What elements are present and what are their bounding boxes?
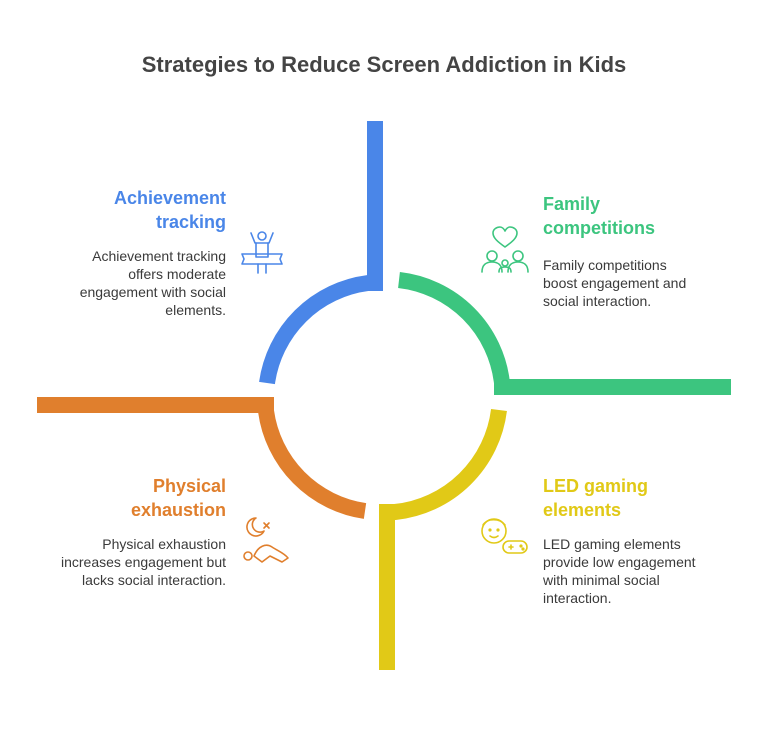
family-description: Family competitions boost engagement and…: [543, 257, 687, 309]
achievement-description: Achievement tracking offers moderate eng…: [79, 248, 226, 318]
page-title: Strategies to Reduce Screen Addiction in…: [141, 52, 627, 77]
yellow-quadrant-arc: [379, 408, 507, 670]
kid-gamepad-icon: [481, 518, 528, 554]
orange-quadrant-arc: [37, 397, 367, 519]
green-quadrant-arc: [397, 272, 731, 395]
sleeping-person-icon: [243, 517, 289, 563]
physical-description: Physical exhaustion increases engagement…: [61, 536, 226, 588]
family-heading: Family competitions: [543, 194, 656, 238]
physical-heading: Physical exhaustion: [130, 476, 226, 520]
led-description: LED gaming elements provide low engageme…: [543, 536, 696, 606]
led-heading: LED gaming elements: [543, 476, 649, 520]
blue-quadrant-arc: [259, 121, 383, 385]
achievement-person-icon: [241, 231, 283, 274]
family-heart-icon: [481, 226, 529, 273]
achievement-heading: Achievement tracking: [113, 188, 226, 232]
